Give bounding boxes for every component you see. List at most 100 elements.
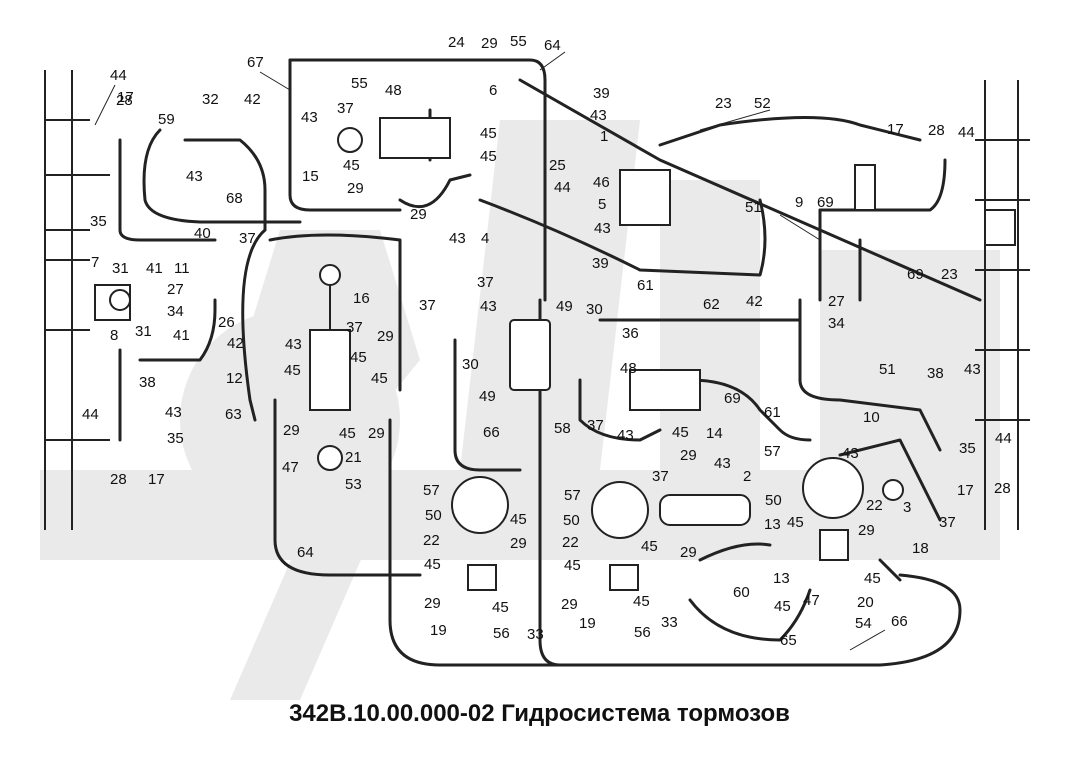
bracket-2 [659, 494, 751, 526]
part-label: 55 [510, 33, 527, 50]
part-label: 41 [146, 260, 163, 277]
part-label: 50 [425, 507, 442, 524]
valve-block [629, 369, 701, 411]
part-label: 50 [563, 512, 580, 529]
valve-19-middle [609, 564, 639, 591]
part-label: 45 [787, 514, 804, 531]
part-label: 42 [746, 293, 763, 310]
part-label: 35 [959, 440, 976, 457]
part-label: 43 [301, 109, 318, 126]
pipelines [118, 58, 982, 667]
part-label: 45 [641, 538, 658, 555]
part-label: 20 [857, 594, 874, 611]
part-label: 67 [247, 54, 264, 71]
part-label: 45 [510, 511, 527, 528]
part-label: 40 [194, 225, 211, 242]
part-label: 43 [186, 168, 203, 185]
part-label: 31 [135, 323, 152, 340]
part-label: 45 [774, 598, 791, 615]
part-label: 29 [680, 447, 697, 464]
pedal-head [319, 264, 341, 286]
part-label: 69 [724, 390, 741, 407]
part-label: 43 [449, 230, 466, 247]
pedal-valve-body [309, 329, 351, 411]
part-label: 29 [481, 35, 498, 52]
part-label: 29 [561, 596, 578, 613]
part-label: 23 [941, 266, 958, 283]
left-axle-frame [44, 70, 131, 530]
part-label: 57 [423, 482, 440, 499]
part-label: 56 [493, 625, 510, 642]
part-label: 28 [116, 92, 133, 109]
part-label: 22 [423, 532, 440, 549]
right-axle-frame [975, 80, 1030, 530]
part-label: 1 [600, 128, 608, 145]
part-label: 29 [680, 544, 697, 561]
part-label: 29 [510, 535, 527, 552]
part-label: 44 [958, 124, 975, 141]
part-label: 16 [353, 290, 370, 307]
part-label: 49 [556, 298, 573, 315]
part-label: 45 [284, 362, 301, 379]
part-label: 6 [489, 82, 497, 99]
part-label: 66 [483, 424, 500, 441]
part-label: 51 [745, 199, 762, 216]
part-label: 45 [371, 370, 388, 387]
part-label: 63 [225, 406, 242, 423]
part-label: 12 [226, 370, 243, 387]
diagram-drawing: 4428175932426768433573141114037273426428… [40, 33, 1030, 700]
part-label: 46 [593, 174, 610, 191]
part-label: 45 [492, 599, 509, 616]
diagram-caption: 342В.10.00.000-02 Гидросистема тормозов [0, 700, 1079, 728]
valve-knob [337, 127, 363, 153]
part-label: 45 [672, 424, 689, 441]
part-label: 28 [110, 471, 127, 488]
part-label: 32 [202, 91, 219, 108]
part-label: 17 [148, 471, 165, 488]
part-label: 37 [346, 319, 363, 336]
part-label: 24 [448, 34, 465, 51]
part-label: 44 [82, 406, 99, 423]
part-label: 48 [385, 82, 402, 99]
part-label: 52 [754, 95, 771, 112]
part-label: 29 [858, 522, 875, 539]
valve-block-5 [619, 169, 671, 226]
part-label: 45 [480, 148, 497, 165]
part-label: 54 [855, 615, 872, 632]
part-label: 19 [430, 622, 447, 639]
part-label: 42 [244, 91, 261, 108]
valve-19-left [467, 564, 497, 591]
part-label: 26 [218, 314, 235, 331]
part-label: 25 [549, 157, 566, 174]
part-label: 37 [939, 514, 956, 531]
part-label: 34 [828, 315, 845, 332]
part-label: 39 [592, 255, 609, 272]
part-label: 14 [706, 425, 723, 442]
part-label: 45 [424, 556, 441, 573]
watermark [40, 120, 1000, 700]
part-label: 55 [351, 75, 368, 92]
part-label: 29 [410, 206, 427, 223]
part-label: 56 [634, 624, 651, 641]
part-label: 62 [703, 296, 720, 313]
part-label: 37 [477, 274, 494, 291]
indicator-3 [882, 479, 904, 501]
part-label: 69 [907, 266, 924, 283]
part-label: 29 [368, 425, 385, 442]
part-label: 7 [91, 254, 99, 271]
part-label: 45 [343, 157, 360, 174]
part-label: 5 [598, 196, 606, 213]
part-label: 43 [480, 298, 497, 315]
part-label: 43 [964, 361, 981, 378]
part-label: 58 [554, 420, 571, 437]
part-label: 27 [828, 293, 845, 310]
master-cylinder-top [379, 117, 451, 159]
part-label: 44 [995, 430, 1012, 447]
part-label: 29 [347, 180, 364, 197]
part-label: 30 [586, 301, 603, 318]
part-label: 53 [345, 476, 362, 493]
part-label: 45 [864, 570, 881, 587]
part-label: 13 [773, 570, 790, 587]
part-label: 50 [765, 492, 782, 509]
part-label: 10 [863, 409, 880, 426]
